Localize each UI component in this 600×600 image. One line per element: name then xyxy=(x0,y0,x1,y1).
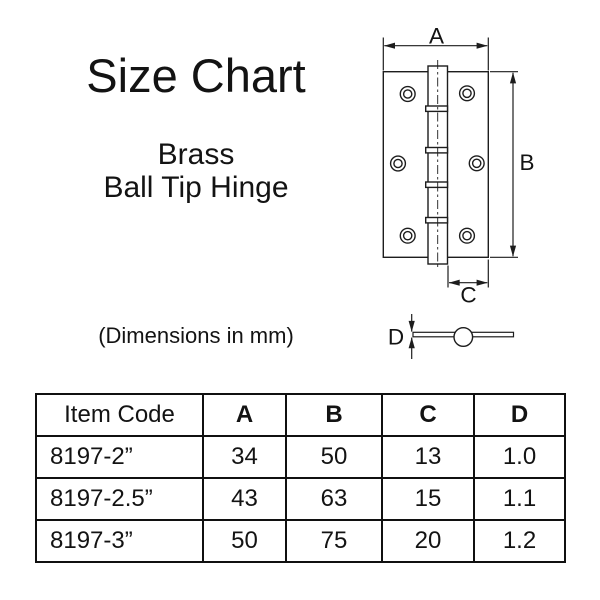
item-code-cell: 8197-3” xyxy=(35,519,204,563)
col-header-c: C xyxy=(381,393,475,437)
value-cell-b: 63 xyxy=(285,477,383,521)
subtitle-line-1: Brass xyxy=(157,138,235,171)
screw-hole-mid-left xyxy=(389,155,407,172)
screw-hole-bottom-right xyxy=(458,227,476,244)
value-cell-d: 1.1 xyxy=(473,477,566,521)
value-cell-a: 43 xyxy=(202,477,287,521)
item-code-cell: 8197-2” xyxy=(35,435,204,479)
dim-label-a: A xyxy=(429,24,444,49)
col-header-item-code: Item Code xyxy=(35,393,204,437)
product-subtitle: Brass Ball Tip Hinge xyxy=(0,138,392,204)
knuckle-joint-2 xyxy=(425,146,449,154)
knuckle-joint-4 xyxy=(425,216,449,224)
page-title: Size Chart xyxy=(86,49,306,102)
col-header-d: D xyxy=(473,393,566,437)
screw-hole-top-left xyxy=(399,85,416,103)
hinge-side-view xyxy=(408,314,515,359)
dim-label-c: C xyxy=(460,283,476,308)
table-row: 8197-2.5” 43 63 15 1.1 xyxy=(35,477,566,521)
hinge-front-view xyxy=(382,60,489,270)
size-table: Item Code A B C D 8197-2” 34 50 13 1.0 8… xyxy=(35,393,566,563)
dim-label-b: B xyxy=(519,150,534,175)
value-cell-d: 1.2 xyxy=(473,519,566,563)
table-row: 8197-2” 34 50 13 1.0 xyxy=(35,435,566,479)
col-header-b: B xyxy=(285,393,383,437)
value-cell-b: 50 xyxy=(285,435,383,479)
screw-hole-top-right xyxy=(458,85,476,102)
hinge-technical-drawing: A B C D xyxy=(382,24,535,359)
screw-hole-mid-right xyxy=(468,155,485,172)
knuckle-joint-1 xyxy=(425,105,449,113)
subtitle-line-2: Ball Tip Hinge xyxy=(103,171,289,204)
value-cell-c: 20 xyxy=(381,519,475,563)
knuckle-joint-3 xyxy=(425,181,449,189)
dim-label-d: D xyxy=(388,325,404,350)
value-cell-b: 75 xyxy=(285,519,383,563)
value-cell-a: 50 xyxy=(202,519,287,563)
barrel-end-circle xyxy=(453,327,474,348)
screw-hole-bottom-left xyxy=(399,227,416,244)
col-header-a: A xyxy=(202,393,287,437)
dimension-lines xyxy=(382,37,518,288)
value-cell-c: 13 xyxy=(381,435,475,479)
table-row: 8197-3” 50 75 20 1.2 xyxy=(35,519,566,563)
dimensions-note: (Dimensions in mm) xyxy=(98,323,294,348)
dimension-labels: A B C D xyxy=(388,24,535,350)
table-header-row: Item Code A B C D xyxy=(35,393,566,437)
value-cell-d: 1.0 xyxy=(473,435,566,479)
value-cell-c: 15 xyxy=(381,477,475,521)
item-code-cell: 8197-2.5” xyxy=(35,477,204,521)
value-cell-a: 34 xyxy=(202,435,287,479)
